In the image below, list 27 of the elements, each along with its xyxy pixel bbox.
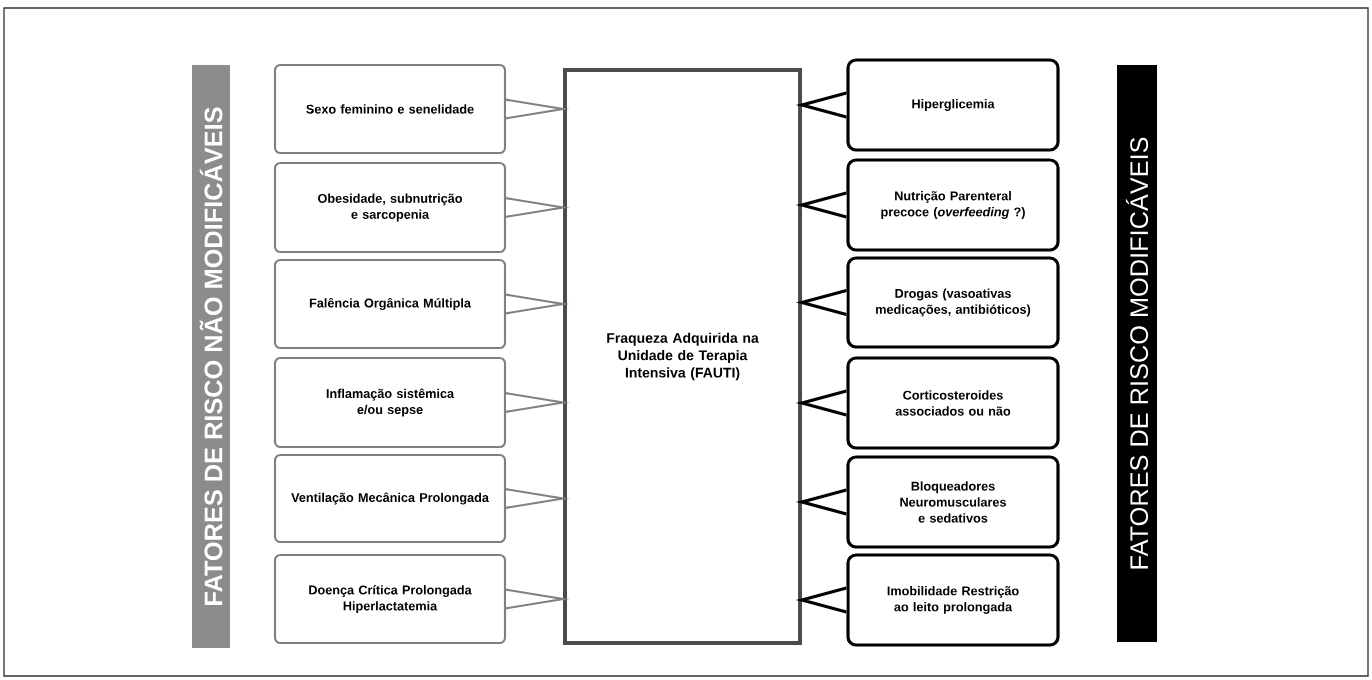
callout-pointer: [505, 392, 570, 413]
callout-pointer: [505, 98, 570, 120]
callout-pointer: [505, 197, 570, 218]
callout-pointer: [795, 288, 848, 317]
callout-box: Inflamação sistêmica e/ou sepse: [273, 356, 507, 449]
callout-pointer: [505, 588, 570, 610]
callout-box: Ventilação Mecânica Prolongada: [273, 453, 507, 544]
callout-box: Bloqueadores Neuromusculares e sedativos: [846, 455, 1060, 549]
callout-pointer: [795, 586, 848, 614]
side-band: FATORES DE RISCO NÃO MODIFICÁVEIS: [192, 65, 230, 648]
callout-box: Imobilidade Restrição ao leito prolongada: [846, 553, 1060, 647]
callout-box: Falência Orgânica Múltipla: [273, 258, 507, 350]
center-box: Fraqueza Adquirida na Unidade de Terapia Intensiva (FAUTI): [563, 68, 802, 645]
side-band: FATORES DE RISCO MODIFICÁVEIS: [1117, 65, 1157, 642]
callout-box: Drogas (vasoativas medicações, antibióticos): [846, 256, 1060, 349]
callout-box: Sexo feminino e senelidade: [273, 63, 507, 155]
callout-pointer: [795, 91, 848, 119]
callout-pointer: [795, 191, 848, 219]
callout-pointer: [505, 293, 570, 315]
callout-box: Corticosteroides associados ou não: [846, 356, 1060, 450]
callout-box: Doença Crítica Prolongada Hiperlactatemia: [273, 553, 507, 645]
callout-box: Nutrição Parenteral precoce (overfeeding ?): [846, 158, 1060, 252]
callout-pointer: [505, 488, 570, 509]
callout-pointer: [795, 389, 848, 417]
callout-pointer: [795, 488, 848, 516]
callout-box: Obesidade, subnutrição e sarcopenia: [273, 161, 507, 254]
callout-box: Hiperglicemia: [846, 58, 1060, 152]
